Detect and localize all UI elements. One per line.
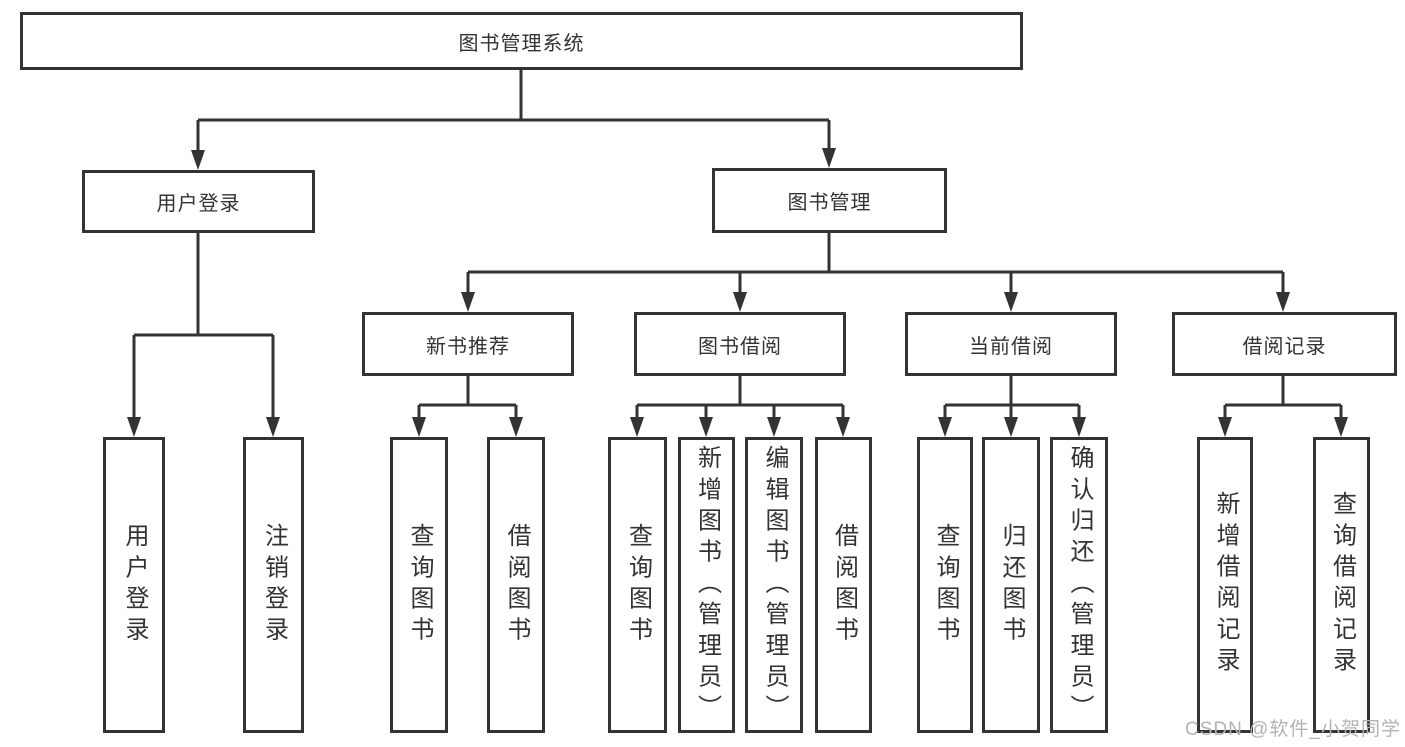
node-label: 图书借阅 <box>698 335 782 358</box>
node-label: 借阅图书 <box>503 522 530 648</box>
node-borrowing-records: 借阅记录 <box>1172 312 1397 376</box>
node-label: 新增借阅记录 <box>1212 491 1239 679</box>
node-label: 借阅图书 <box>830 522 858 648</box>
node-label: 编辑图书（管理员） <box>761 444 788 726</box>
node-leaf-query-borrow-record: 查询借阅记录 <box>1313 437 1370 733</box>
node-leaf-edit-books-admin: 编辑图书（管理员） <box>745 437 803 733</box>
node-leaf-borrow-books-1: 借阅图书 <box>487 437 545 733</box>
node-leaf-query-books-1: 查询图书 <box>390 437 448 733</box>
node-label: 查询图书 <box>932 522 959 648</box>
node-label: 新书推荐 <box>426 335 510 358</box>
node-label: 注销登录 <box>260 522 288 648</box>
node-label: 归还图书 <box>998 522 1025 648</box>
node-leaf-add-books-admin: 新增图书（管理员） <box>678 437 735 733</box>
node-label: 图书管理 <box>787 192 872 214</box>
node-leaf-return-books: 归还图书 <box>982 437 1040 733</box>
node-label: 查询图书 <box>624 522 652 648</box>
node-label: 查询借阅记录 <box>1328 491 1356 679</box>
node-leaf-query-books-2: 查询图书 <box>608 437 667 733</box>
node-leaf-logout: 注销登录 <box>243 437 304 733</box>
node-book-borrowing: 图书借阅 <box>634 312 846 376</box>
node-leaf-add-borrow-record: 新增借阅记录 <box>1197 437 1253 733</box>
node-label: 确认归还（管理员） <box>1066 444 1093 726</box>
node-label: 用户登录 <box>156 193 241 215</box>
node-label: 当前借阅 <box>969 335 1053 358</box>
node-label: 新增图书（管理员） <box>693 444 721 726</box>
node-label: 查询图书 <box>406 522 433 648</box>
node-leaf-user-login: 用户登录 <box>103 437 165 733</box>
node-root-library-system: 图书管理系统 <box>20 12 1023 70</box>
arrowheads <box>127 148 1348 437</box>
node-leaf-query-books-3: 查询图书 <box>917 437 973 733</box>
node-label: 图书管理系统 <box>458 32 585 55</box>
node-book-management: 图书管理 <box>712 168 947 233</box>
node-leaf-confirm-return-admin: 确认归还（管理员） <box>1050 437 1108 733</box>
csdn-watermark: CSDN @软件_小贺同学 <box>1185 719 1401 740</box>
node-current-borrowing: 当前借阅 <box>905 312 1117 376</box>
node-leaf-borrow-books-2: 借阅图书 <box>815 437 872 733</box>
node-new-book-recommend: 新书推荐 <box>362 312 574 376</box>
node-user-login: 用户登录 <box>82 170 315 233</box>
node-label: 用户登录 <box>121 522 148 648</box>
node-label: 借阅记录 <box>1242 335 1327 358</box>
